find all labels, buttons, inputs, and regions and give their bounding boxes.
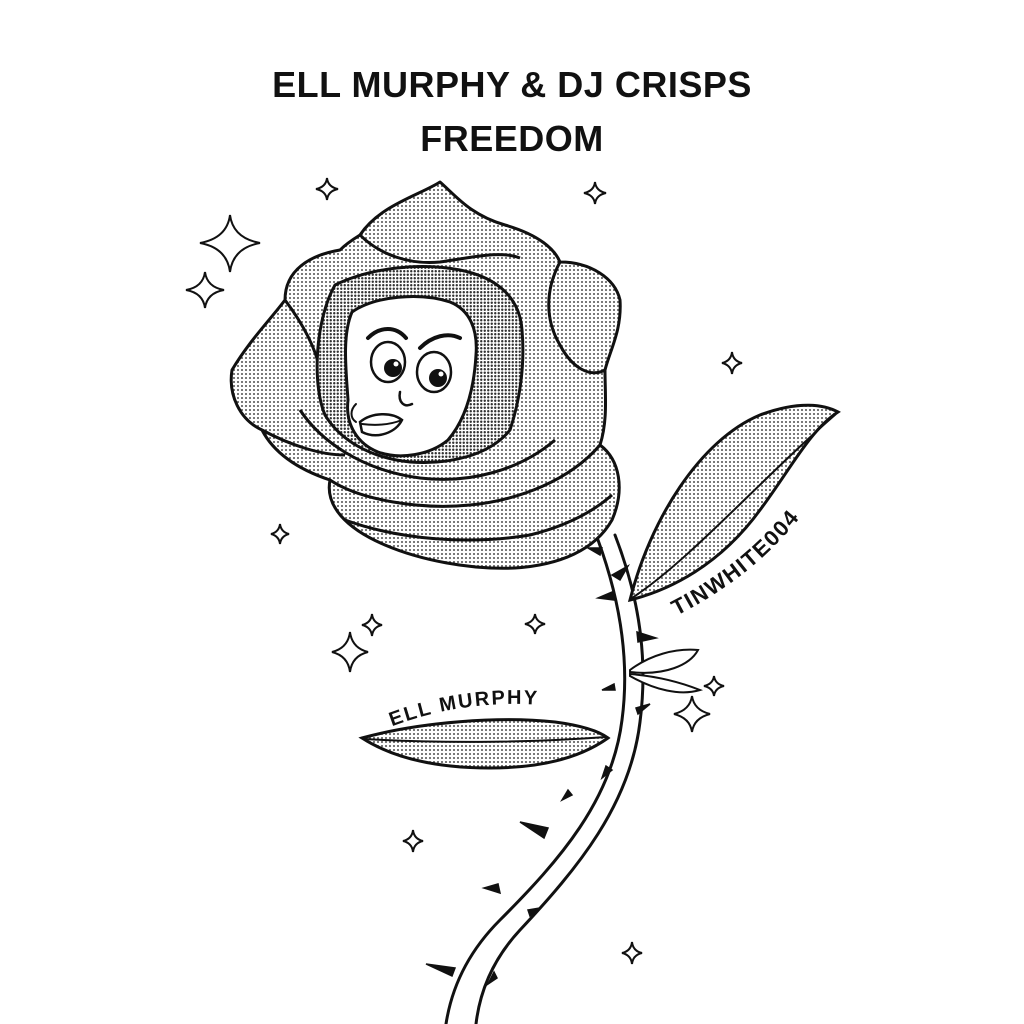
thorn-icon xyxy=(425,547,659,987)
leaf-icon xyxy=(629,648,704,694)
leaf-left xyxy=(358,718,611,770)
title-block: ELL MURPHY & DJ CRISPS FREEDOM xyxy=(0,58,1024,166)
sparkle-icon xyxy=(185,177,743,965)
release-title: FREEDOM xyxy=(420,118,604,159)
rose-stem xyxy=(444,533,645,1024)
cartoon-face xyxy=(350,327,462,437)
artist-line: ELL MURPHY & DJ CRISPS xyxy=(272,64,752,105)
leaf-right xyxy=(627,403,841,603)
